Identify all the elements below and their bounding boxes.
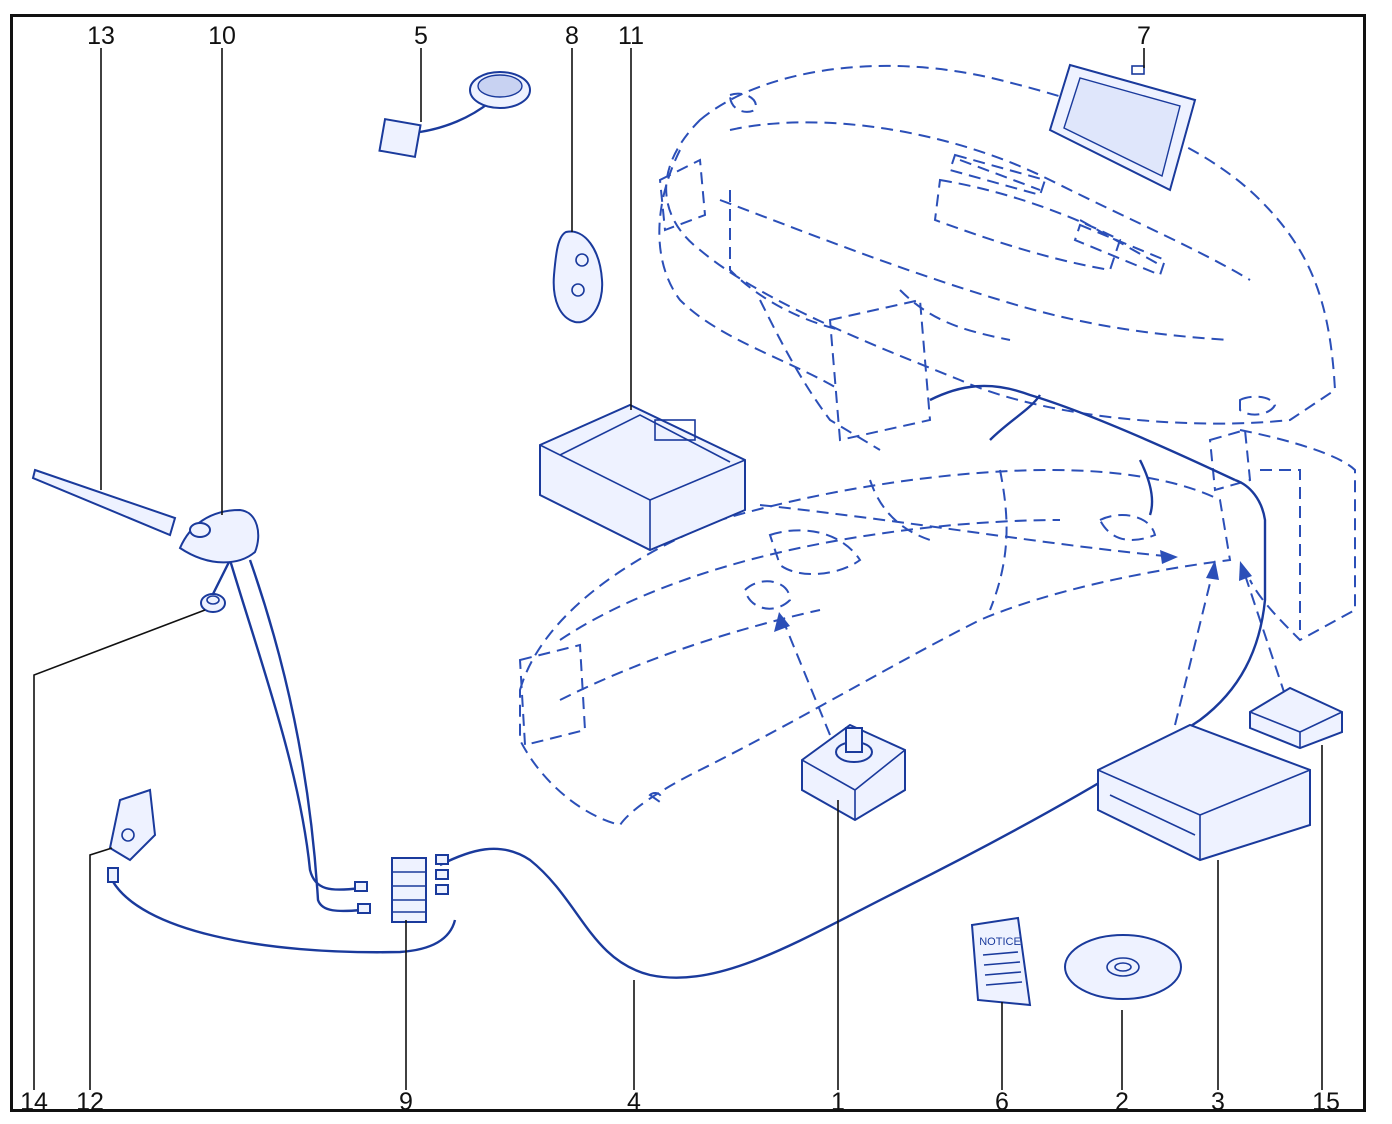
leader-lines bbox=[33, 48, 1323, 1090]
cd-disc bbox=[1064, 934, 1182, 1000]
callout-5: 5 bbox=[414, 22, 428, 50]
steering-switch bbox=[552, 230, 604, 324]
head-unit bbox=[539, 403, 746, 552]
callout-labels: 13 10 5 8 11 7 14 12 9 4 1 6 2 3 15 bbox=[20, 22, 1340, 1116]
antenna-rod bbox=[31, 468, 177, 537]
callout-2: 2 bbox=[1115, 1088, 1129, 1116]
diagram-frame bbox=[10, 14, 1366, 1112]
control-module bbox=[1249, 686, 1343, 750]
dashboard-outline bbox=[518, 64, 1356, 827]
wiring-harness bbox=[110, 384, 1267, 979]
callout-10: 10 bbox=[208, 22, 236, 50]
roof-antenna-base bbox=[178, 508, 260, 564]
notice-booklet: NOTICE bbox=[970, 916, 1032, 1007]
amplifier-module bbox=[107, 788, 157, 883]
antenna-nut bbox=[200, 593, 226, 613]
callout-1: 1 bbox=[831, 1088, 845, 1116]
notice-label: NOTICE bbox=[979, 936, 1021, 948]
assembly-arrows bbox=[759, 504, 1286, 736]
display-screen bbox=[1048, 63, 1197, 192]
callout-9: 9 bbox=[399, 1088, 413, 1116]
connector-block bbox=[354, 854, 449, 923]
callout-3: 3 bbox=[1211, 1088, 1225, 1116]
joystick-control bbox=[801, 723, 906, 822]
callout-4: 4 bbox=[627, 1088, 641, 1116]
cd-unit bbox=[1097, 723, 1311, 862]
callout-15: 15 bbox=[1312, 1088, 1340, 1116]
callout-7: 7 bbox=[1137, 22, 1151, 50]
callout-12: 12 bbox=[76, 1088, 104, 1116]
callout-14: 14 bbox=[20, 1088, 48, 1116]
callout-11: 11 bbox=[618, 22, 644, 50]
callout-6: 6 bbox=[995, 1088, 1009, 1116]
callout-13: 13 bbox=[87, 22, 115, 50]
microphone bbox=[378, 71, 531, 159]
callout-8: 8 bbox=[565, 22, 579, 50]
